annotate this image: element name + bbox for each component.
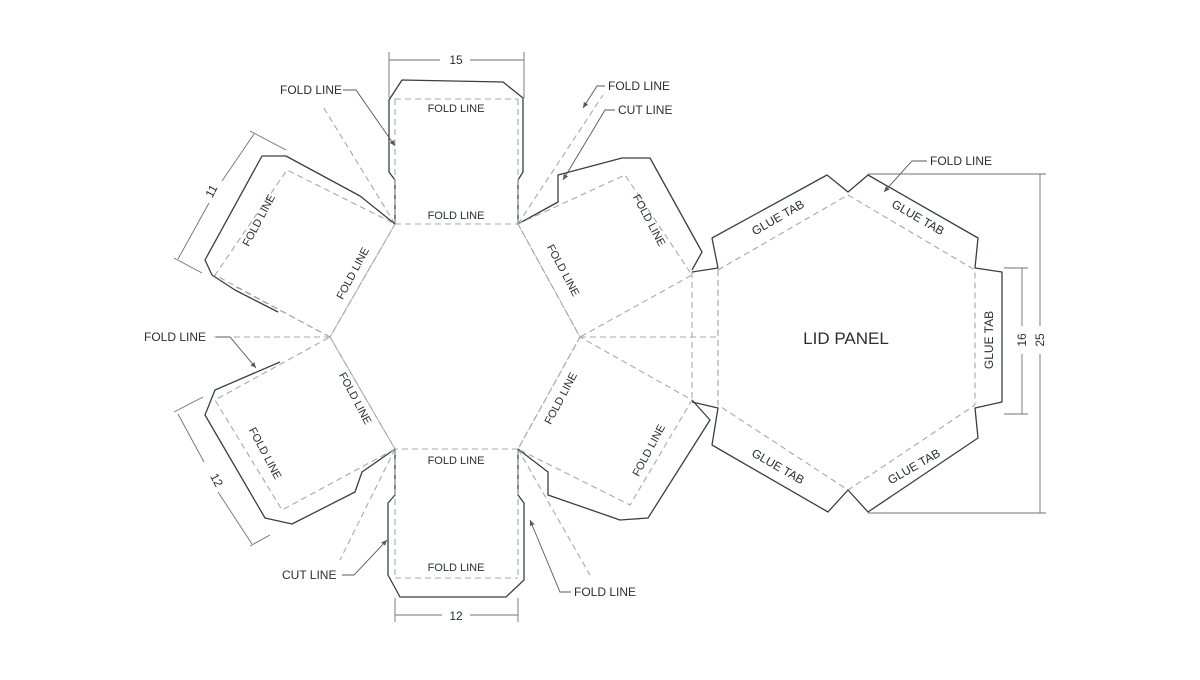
glue-tab-lower-left-label: GLUE TAB — [749, 446, 806, 487]
dimension-lid-total-value: 25 — [1033, 333, 1047, 347]
callout-fold-line-lid: FOLD LINE — [883, 154, 992, 193]
upper-right-inner-fold-label: FOLD LINE — [544, 243, 581, 299]
callout-text: FOLD LINE — [930, 154, 992, 168]
bottom-outer-fold-label: FOLD LINE — [428, 562, 485, 574]
dimension-lower-left: 12 — [173, 396, 271, 547]
top-inner-fold-label: FOLD LINE — [428, 210, 485, 222]
dimension-top: 15 — [388, 52, 525, 98]
top-outer-fold-label: FOLD LINE — [428, 103, 485, 115]
callout-text: FOLD LINE — [280, 83, 342, 97]
connector-strip — [580, 270, 719, 405]
callout-fold-line-bottom-right: FOLD LINE — [529, 519, 636, 599]
dimension-bottom: 12 — [394, 598, 519, 623]
callout-text: CUT LINE — [282, 568, 336, 582]
glue-tab-upper-left-label: GLUE TAB — [749, 197, 806, 238]
radial-fold-lines — [212, 94, 692, 576]
callout-fold-line-top-left: FOLD LINE — [280, 83, 396, 147]
glue-tab-right-label: GLUE TAB — [982, 311, 996, 369]
dimension-lower-left-value: 12 — [207, 471, 226, 490]
upper-right-outer-fold-label: FOLD LINE — [630, 193, 667, 249]
dimension-lid-inner-value: 16 — [1015, 333, 1029, 347]
upper-right-panel — [517, 157, 703, 338]
upper-left-panel — [204, 155, 396, 338]
lid-panel — [691, 174, 1003, 513]
callout-fold-line-left: FOLD LINE — [144, 330, 257, 369]
lower-left-outer-fold-label: FOLD LINE — [246, 426, 283, 482]
callout-fold-line-top-right: FOLD LINE — [582, 79, 670, 109]
top-panel — [388, 79, 524, 224]
callout-text: CUT LINE — [618, 103, 672, 117]
lower-right-outer-fold-label: FOLD LINE — [631, 423, 668, 479]
callout-cut-line-bottom-left: CUT LINE — [282, 539, 388, 582]
dimension-lid-inner: 16 — [1004, 267, 1029, 415]
callout-text: FOLD LINE — [144, 330, 206, 344]
dimension-upper-left-value: 11 — [202, 182, 220, 200]
lower-right-panel — [517, 336, 711, 521]
upper-left-outer-fold-label: FOLD LINE — [241, 193, 278, 249]
lid-panel-label: LID PANEL — [803, 329, 889, 348]
dimension-bottom-value: 12 — [449, 609, 463, 623]
bottom-panel — [387, 449, 525, 598]
dimension-lid-total: 25 — [868, 173, 1047, 514]
lower-left-panel — [204, 336, 396, 525]
callout-text: FOLD LINE — [574, 585, 636, 599]
callout-text: FOLD LINE — [608, 79, 670, 93]
callout-cut-line-top-right: CUT LINE — [562, 103, 672, 181]
lower-right-inner-fold-label: FOLD LINE — [543, 371, 580, 427]
bottom-inner-fold-label: FOLD LINE — [428, 455, 485, 467]
dimension-top-value: 15 — [449, 53, 463, 67]
